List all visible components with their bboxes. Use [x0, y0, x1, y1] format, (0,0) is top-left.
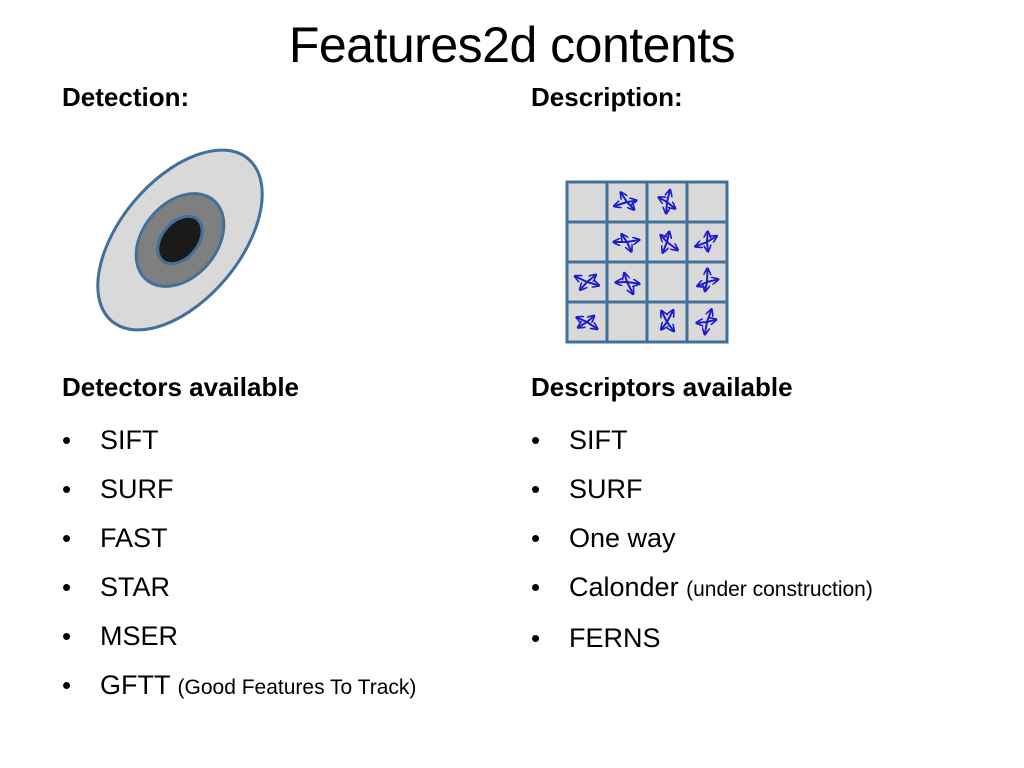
bullet: •	[531, 572, 541, 602]
bullet: •	[62, 670, 72, 700]
bullet: •	[62, 621, 72, 651]
grid-cell	[645, 260, 689, 304]
list-item: • SURF	[531, 465, 971, 514]
gradient-arrows-icon	[696, 232, 717, 251]
detectors-heading: Detectors available	[62, 372, 300, 402]
bullet: •	[531, 425, 541, 455]
item-label: FERNS	[569, 623, 661, 653]
bullet: •	[531, 523, 541, 553]
item-label: GFTT	[100, 670, 170, 700]
bullet: •	[62, 425, 72, 455]
gradient-arrows-icon	[575, 275, 598, 289]
gradient-histogram-grid	[565, 180, 729, 344]
item-note: (Good Features To Track)	[177, 676, 417, 699]
gradient-arrows-icon	[697, 310, 716, 334]
list-item: • SIFT	[62, 416, 502, 465]
description-figure	[531, 128, 971, 358]
descriptors-heading: Descriptors available	[531, 372, 793, 402]
gradient-arrows-icon	[662, 311, 674, 331]
grid-cell	[605, 300, 649, 344]
item-label: SURF	[569, 474, 643, 504]
gradient-arrows-icon	[615, 193, 636, 210]
bullet: •	[531, 474, 541, 504]
gradient-arrows-icon	[616, 273, 639, 293]
detection-figure	[62, 128, 502, 358]
blob-ellipse-diagram	[96, 148, 264, 332]
gradient-arrows-icon	[698, 269, 718, 291]
item-note: (under construction)	[686, 578, 873, 601]
item-label: FAST	[100, 523, 168, 553]
list-item: • FERNS	[531, 614, 971, 663]
detection-column: Detection: Detectors available • SIFT • SU…	[62, 78, 502, 712]
list-item: • GFTT (Good Features To Track)	[62, 661, 502, 712]
list-item: • One way	[531, 514, 971, 563]
inner-ellipse	[156, 214, 204, 266]
gradient-arrows-icon	[659, 190, 675, 213]
grid-cell	[565, 220, 609, 264]
list-item: • STAR	[62, 563, 502, 612]
bullet: •	[531, 623, 541, 653]
list-item: • MSER	[62, 612, 502, 661]
bullet: •	[62, 523, 72, 553]
item-label: SIFT	[569, 425, 628, 455]
item-label: MSER	[100, 621, 179, 651]
item-label: STAR	[100, 572, 171, 602]
list-item: • SIFT	[531, 416, 971, 465]
descriptors-list: • SIFT • SURF • One way • Calonder (under co…	[531, 416, 971, 663]
detectors-list: • SIFT • SURF • FAST • STAR • MSER • GFTT (Goo…	[62, 416, 502, 712]
bullet: •	[62, 474, 72, 504]
gradient-arrows-icon	[577, 316, 597, 329]
grid-cell	[565, 180, 609, 224]
item-label: SURF	[100, 474, 174, 504]
item-label: One way	[569, 523, 676, 553]
description-heading: Description:	[531, 82, 683, 112]
list-item: • FAST	[62, 514, 502, 563]
item-label: SIFT	[100, 425, 159, 455]
slide-title: Features2d contents	[288, 17, 736, 73]
list-item: • Calonder (under construction)	[531, 563, 971, 614]
description-column: Description: Descriptors available • SIFT…	[531, 78, 971, 663]
detection-heading: Detection:	[62, 82, 190, 112]
item-label: Calonder	[569, 572, 679, 602]
grid-cell	[685, 180, 729, 224]
gradient-arrows-icon	[614, 235, 639, 252]
list-item: • SURF	[62, 465, 502, 514]
bullet: •	[62, 572, 72, 602]
gradient-arrows-icon	[661, 232, 678, 252]
